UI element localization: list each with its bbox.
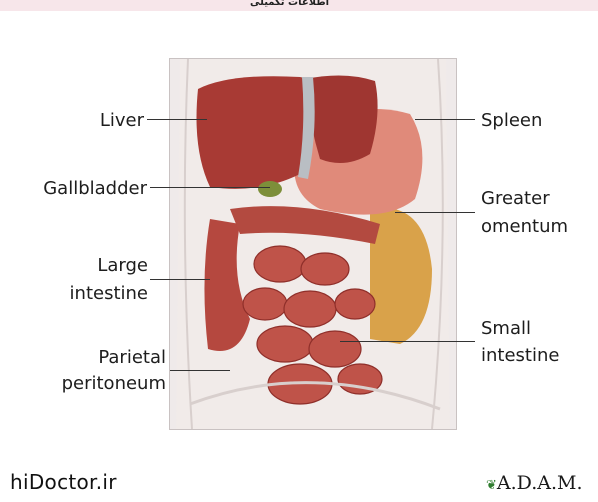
gallbladder-leader (150, 187, 270, 188)
leaf-icon: ❦ (486, 478, 497, 493)
label-small-intestine-line1: Small (481, 318, 591, 339)
small-intestine-leader (340, 341, 475, 342)
liver-shape (197, 76, 314, 189)
large-intestine-leader (150, 279, 210, 280)
label-parietal-line2: peritoneum (40, 373, 166, 394)
liver-leader (147, 119, 207, 120)
gallbladder-shape (258, 181, 282, 197)
adam-logo-text: A.D.A.M. (497, 472, 583, 494)
banner-text: اطلاعات تکمیلی (250, 0, 329, 8)
top-banner: اطلاعات تکمیلی (0, 0, 598, 11)
label-greater-omentum-line2: omentum (481, 216, 591, 237)
label-large-intestine-line2: intestine (60, 283, 148, 304)
label-gallbladder: Gallbladder (22, 178, 147, 199)
spleen-leader (415, 119, 475, 120)
label-large-intestine-line1: Large (60, 255, 148, 276)
label-greater-omentum-line1: Greater (481, 188, 591, 209)
abdomen-svg (170, 59, 456, 429)
label-liver: Liver (80, 110, 144, 131)
greater-omentum-leader (395, 212, 475, 213)
parietal-leader (170, 370, 230, 371)
adam-logo: ❦A.D.A.M. (486, 472, 583, 494)
site-watermark: hiDoctor.ir (10, 470, 117, 494)
label-spleen: Spleen (481, 110, 581, 131)
label-small-intestine-line2: intestine (481, 345, 591, 366)
anatomy-illustration (169, 58, 457, 430)
label-parietal-line1: Parietal (40, 347, 166, 368)
